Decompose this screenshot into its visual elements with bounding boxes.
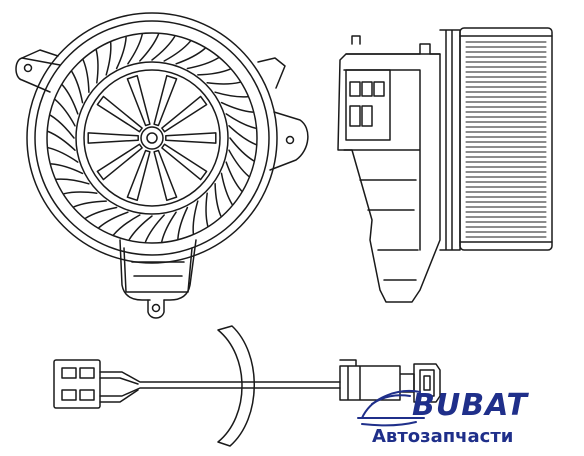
hub-spoke [161,95,208,133]
side-flange [439,29,461,251]
car-icon [357,390,425,427]
fan-blade [139,33,160,62]
hub-spoke [126,149,151,202]
hub-spoke [96,95,143,133]
hub-spoke [165,132,217,144]
fan-blade [84,206,118,219]
fan-blade [151,35,176,61]
side-terminal-pin-3 [373,81,385,97]
blower-side-view [337,27,553,303]
fan-blade [49,114,75,139]
fan-blade [61,84,79,115]
fan-blade [228,149,250,178]
fan-blade [225,113,257,129]
front-bottom-tab [147,299,165,319]
blower-front-view [15,12,309,319]
fan-blade [214,183,222,217]
fan-blade [220,101,254,113]
fan-blade [47,130,76,151]
fan-blade [192,200,199,235]
fan-blade [161,211,177,243]
fan-blade [228,125,257,146]
fan-blade [225,161,243,192]
side-fan-ribs [465,41,547,238]
fan-blade [186,57,220,70]
side-drum-caps [459,35,553,243]
side-terminal-pin-4 [349,105,361,127]
side-fan-drum [459,27,553,251]
hub-spoke [96,143,143,181]
front-outer-ring-inner [34,20,270,256]
harness-right-connector [339,359,415,401]
harness-wire-top-2 [99,377,139,385]
fan-blade [177,206,189,240]
front-ear-right-hole [285,135,295,145]
side-body-detail [343,69,421,281]
fan-blade [115,36,127,70]
hub-spoke [161,143,208,181]
harness-left-plug [53,359,101,409]
fan-blade [73,200,107,208]
harness-grommet [217,325,255,447]
front-blade-ring-outer [46,32,258,244]
side-terminal-pin-2 [361,81,373,97]
front-ear-left [21,49,59,59]
wiring-harness-view [53,325,441,447]
harness-end-clip [413,363,441,403]
front-hub-spokes [87,74,217,202]
fan-blade [54,98,76,127]
harness-wire-bottom-2 [99,389,139,403]
side-top-bracket [345,35,441,55]
fan-blade [112,214,141,236]
harness-plug-pin-4 [79,389,95,401]
fan-blade [105,41,112,76]
front-outer-ring [26,12,278,264]
fan-blade [128,215,153,241]
fan-blade [82,59,90,93]
front-fan-blades [47,33,257,243]
fan-blade [205,192,209,227]
front-housing-outline [15,57,309,301]
harness-plug-pin-3 [61,389,77,401]
fan-blade [163,40,192,62]
fan-blade [144,214,165,243]
harness-wire-top [99,371,341,383]
front-blade-ring-inner [75,61,229,215]
fan-blade [50,163,84,175]
brand-tagline: Автозапчасти [372,426,514,447]
hub-spoke [153,74,178,127]
hub-spoke [87,132,139,144]
fan-blade [127,33,143,65]
hub-spoke [153,149,178,202]
front-hub-cap [140,126,164,150]
fan-blade [71,70,84,104]
front-hub-center [146,132,158,144]
brand-wordmark: BUBAT [412,388,528,423]
fan-blade [214,91,249,98]
harness-plug-pin-2 [79,367,95,379]
front-ear-left-hole [23,63,33,73]
harness-wire-bottom [99,387,341,397]
hub-spoke [126,74,151,127]
fan-blade [95,49,99,84]
fan-blade [175,47,206,65]
front-hub-ring [83,69,221,207]
fan-blade [47,147,79,163]
front-bottom-tab-hole [151,303,161,313]
fan-blade [55,178,90,185]
harness-plug-pin-1 [61,367,77,379]
fan-blade [63,191,98,195]
fan-blade [98,211,129,229]
fan-blade [220,172,233,206]
side-terminal-pin-5 [361,105,373,127]
fan-blade [197,68,231,76]
fan-blade [229,137,255,162]
side-terminal-block [345,69,391,141]
side-body-outline [337,53,441,303]
fan-blade [206,81,241,85]
side-terminal-pin-1 [349,81,361,97]
